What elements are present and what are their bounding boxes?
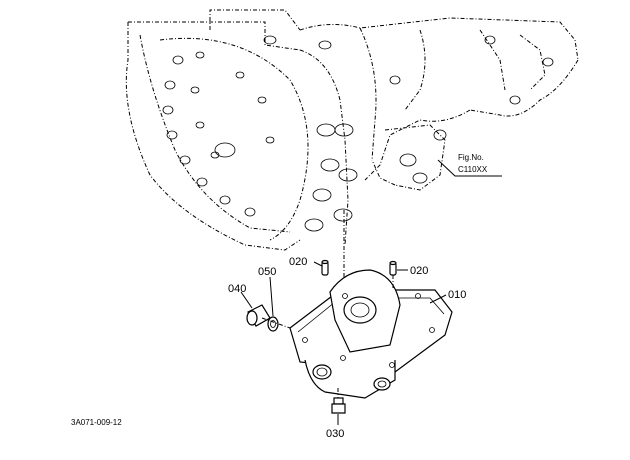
part-040-plug: [246, 304, 271, 327]
part-050-washer: [261, 316, 291, 332]
part-010-bracket: [289, 269, 453, 399]
leader-040: [240, 291, 253, 309]
leader-fig-ref: [437, 159, 502, 177]
fig-ref-line2: C110XX: [458, 165, 488, 174]
leader-010: [429, 294, 447, 304]
part-020-pin-right: [389, 260, 397, 290]
drawing-code: 3A071-009-12: [71, 418, 122, 427]
label-050: 050: [258, 266, 276, 278]
label-020-right: 020: [410, 265, 428, 277]
fig-ref-line1: Fig.No.: [458, 153, 484, 162]
label-010: 010: [448, 289, 466, 301]
label-020-left: 020: [289, 256, 307, 268]
part-020-pin-left: [321, 259, 329, 276]
part-030-bolt: [331, 388, 346, 414]
label-040: 040: [228, 283, 246, 295]
label-030: 030: [326, 428, 344, 440]
leader-050: [269, 276, 274, 317]
transmission-housing: [125, 9, 579, 251]
leader-020a: [313, 261, 323, 267]
